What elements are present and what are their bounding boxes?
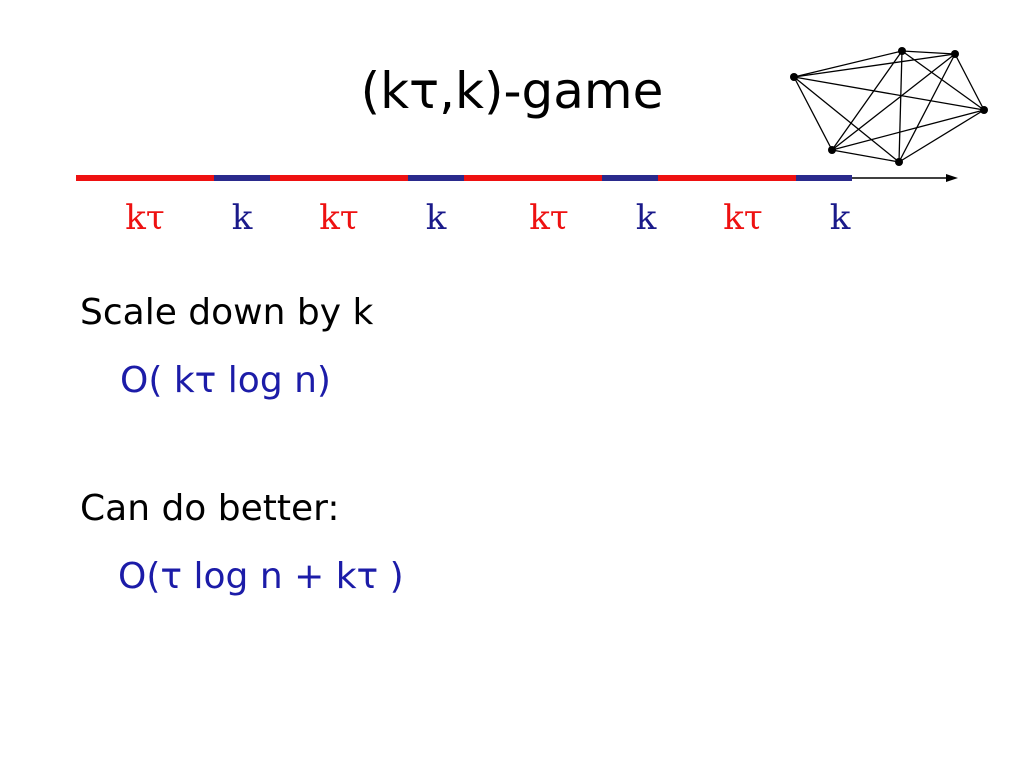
graph-edge [793, 50, 903, 78]
segment-label-blue: k [425, 198, 447, 238]
graph-edge [793, 76, 985, 111]
graph-edge [898, 53, 956, 163]
graph-edge [954, 53, 985, 111]
timeline-segment-blue [602, 175, 658, 181]
segment-label-blue: k [829, 198, 851, 238]
graph-node [898, 47, 906, 55]
complexity-better: O(τ log n + kτ ) [118, 556, 404, 597]
graph-node [828, 146, 836, 154]
graph-edge [793, 76, 900, 163]
timeline-arrowhead [946, 174, 958, 182]
graph-edge [831, 149, 900, 163]
graph-edge [901, 50, 956, 55]
timeline-segment-red [658, 175, 796, 181]
segment-label-red: kτ [125, 198, 165, 238]
graph-edge [898, 109, 985, 163]
graph-node [980, 106, 988, 114]
timeline-segment-red [270, 175, 408, 181]
slide-title: (kτ,k)-game [360, 62, 664, 120]
graph-edge [831, 50, 903, 151]
graph-edge [901, 50, 985, 111]
segment-label-blue: k [231, 198, 253, 238]
timeline-segment-blue [796, 175, 852, 181]
segment-label-red: kτ [319, 198, 359, 238]
timeline-segment-red [76, 175, 214, 181]
graph-node [790, 73, 798, 81]
timeline-segment-blue [214, 175, 270, 181]
graph-node [951, 50, 959, 58]
bullet-can-do-better: Can do better: [80, 488, 340, 529]
timeline-segment-red [464, 175, 602, 181]
segment-label-blue: k [635, 198, 657, 238]
graph-edge [793, 53, 956, 78]
graph-edge [831, 53, 956, 151]
bullet-scale-down: Scale down by k [80, 292, 374, 333]
complexity-scale-down: O( kτ log n) [120, 360, 331, 401]
graph-node [895, 158, 903, 166]
complete-graph-icon [790, 47, 988, 166]
segment-label-red: kτ [723, 198, 763, 238]
timeline-axis [76, 174, 958, 182]
segment-label-red: kτ [529, 198, 569, 238]
graph-edge [898, 50, 903, 163]
timeline-segment-blue [408, 175, 464, 181]
graph-edge [831, 109, 985, 151]
graph-edge [793, 76, 833, 151]
